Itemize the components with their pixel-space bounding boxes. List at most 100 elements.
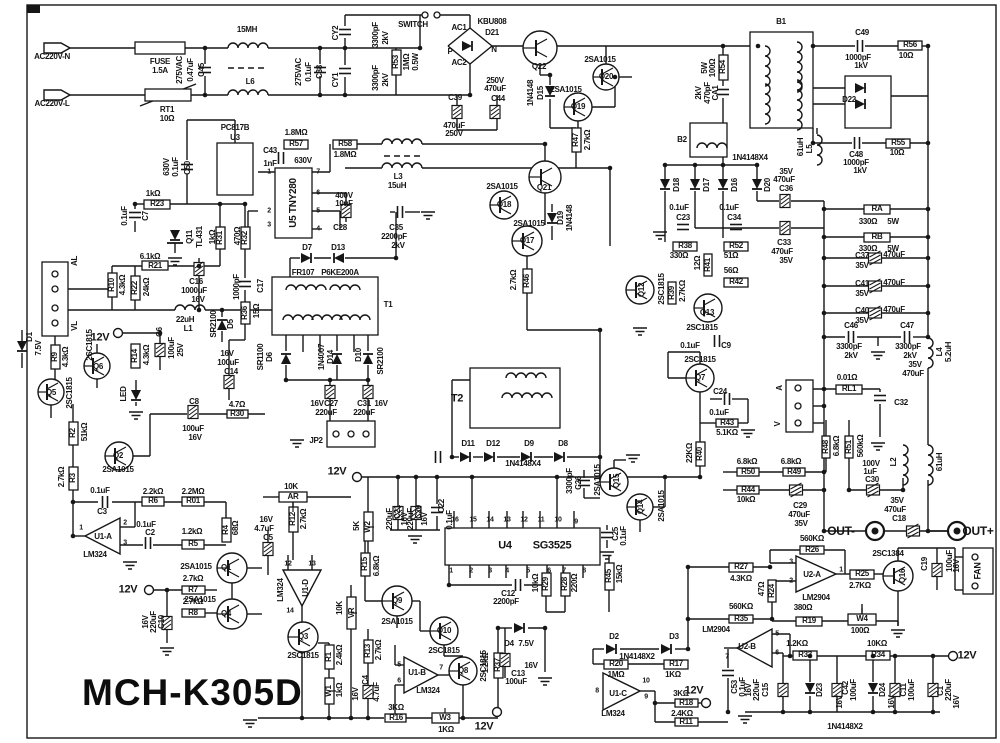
- component-label: D21: [485, 28, 499, 37]
- component-label: 2SA1015: [180, 562, 212, 571]
- component-label: C4: [361, 675, 370, 685]
- component-label: 2.7KΩ: [678, 280, 687, 302]
- component-label: R29: [541, 577, 550, 591]
- component-label: LM2904: [702, 625, 730, 634]
- component-label: 5: [526, 567, 530, 575]
- component-label: 22uH: [175, 315, 195, 324]
- component-label: C45: [197, 63, 206, 77]
- component-label: Q18: [496, 200, 512, 209]
- component-label: 100uF: [167, 337, 176, 359]
- component-label: R10: [107, 278, 116, 292]
- component-label: R35: [734, 614, 748, 623]
- component-label: 2.7kΩ: [509, 269, 518, 291]
- component-label: R36: [240, 306, 249, 320]
- component-label: 1000uF: [181, 286, 207, 295]
- component-label: 4: [316, 225, 320, 233]
- component-label: 1: [267, 168, 271, 176]
- component-label: 0.1uF: [136, 520, 156, 529]
- component-label: Q10: [436, 626, 452, 635]
- component-label: R5: [188, 539, 198, 548]
- component-label: 12V: [327, 465, 347, 478]
- component-label: 61uH: [796, 137, 805, 157]
- component-label: KBU808: [477, 17, 507, 26]
- component-label: 6.8kΩ: [736, 457, 758, 466]
- component-label: C30: [865, 475, 879, 484]
- component-label: R24: [767, 584, 776, 598]
- component-label: 12: [284, 560, 292, 568]
- component-label: 1kΩ: [335, 682, 344, 698]
- component-label: Q19: [570, 102, 586, 111]
- component-label: 16V: [374, 399, 388, 408]
- component-label: 2: [789, 577, 793, 585]
- component-label: 0.1uF: [171, 157, 180, 177]
- component-label: 470uF: [771, 247, 793, 256]
- component-label: R42: [729, 277, 743, 286]
- component-label: R34: [871, 650, 885, 659]
- component-label: C24: [713, 387, 727, 396]
- component-label: 1: [79, 524, 83, 532]
- component-label: 2: [123, 519, 127, 527]
- component-label: 0.1uF: [120, 206, 129, 226]
- component-label: 1N4148: [565, 204, 574, 232]
- component-label: OUT-: [827, 524, 855, 538]
- component-label: 0.01Ω: [836, 373, 858, 382]
- component-label: 1nF: [263, 159, 277, 168]
- component-label: 2: [469, 567, 473, 575]
- component-label: 2.2kΩ: [142, 487, 164, 496]
- component-label: R55: [891, 138, 905, 147]
- component-label: C33: [777, 238, 791, 247]
- component-label: U2-A: [803, 570, 821, 579]
- component-label: R58: [338, 139, 352, 148]
- component-label: 16: [451, 516, 459, 524]
- component-label: RA: [871, 204, 883, 213]
- component-label: Q7: [694, 373, 706, 382]
- component-label: R18: [679, 698, 693, 707]
- component-label: 15kΩ: [615, 564, 624, 584]
- component-label: W4: [856, 614, 868, 623]
- component-label: C7: [141, 211, 150, 221]
- component-label: Q11: [185, 230, 194, 244]
- component-label: 1N4148X2: [827, 722, 863, 731]
- component-label: SR1100: [256, 343, 265, 371]
- component-label: U1-B: [408, 668, 426, 677]
- component-label: 35V: [855, 289, 869, 298]
- component-label: 16V: [191, 295, 205, 304]
- component-label: N: [491, 45, 497, 54]
- component-label: 1MΩ: [607, 670, 625, 679]
- component-label: 5.2uH: [944, 341, 953, 363]
- component-label: 5: [775, 630, 779, 638]
- component-label: 35V: [908, 360, 922, 369]
- component-label: 1MΩ: [402, 53, 411, 71]
- component-label: 15MH: [236, 25, 258, 34]
- component-label: 630V: [294, 156, 312, 165]
- component-label: U4: [498, 539, 512, 552]
- component-label: Q14: [636, 499, 645, 515]
- component-label: C44: [491, 94, 505, 103]
- component-label: D10: [354, 348, 363, 362]
- component-label: 9: [574, 518, 578, 526]
- component-label: 1uF: [863, 467, 877, 476]
- component-label: 1.5A: [152, 66, 168, 75]
- component-label: C6: [155, 327, 164, 337]
- component-label: 68Ω: [231, 520, 240, 536]
- component-label: C5: [263, 533, 273, 542]
- component-label: TL431: [195, 226, 204, 248]
- component-label: 2SC1815: [684, 355, 716, 364]
- component-label: R48: [821, 440, 830, 454]
- component-label: D18: [672, 178, 681, 192]
- component-label: 6.8kΩ: [372, 555, 381, 577]
- component-label: 2SC1384: [872, 549, 904, 558]
- component-label: R21: [148, 261, 162, 270]
- component-label: 7: [562, 567, 566, 575]
- component-label: Q5: [45, 388, 57, 397]
- component-label: 2SA1015: [486, 182, 518, 191]
- component-label: C2: [145, 528, 155, 537]
- component-label: 3300pF: [565, 468, 574, 494]
- component-label: VL: [70, 321, 79, 331]
- component-label: C39: [448, 93, 462, 102]
- component-label: 47Ω: [757, 581, 766, 597]
- component-label: C14: [224, 367, 238, 376]
- component-label: 4.3kΩ: [142, 344, 151, 366]
- component-label: SR2100: [209, 310, 218, 338]
- component-label: C8: [189, 397, 199, 406]
